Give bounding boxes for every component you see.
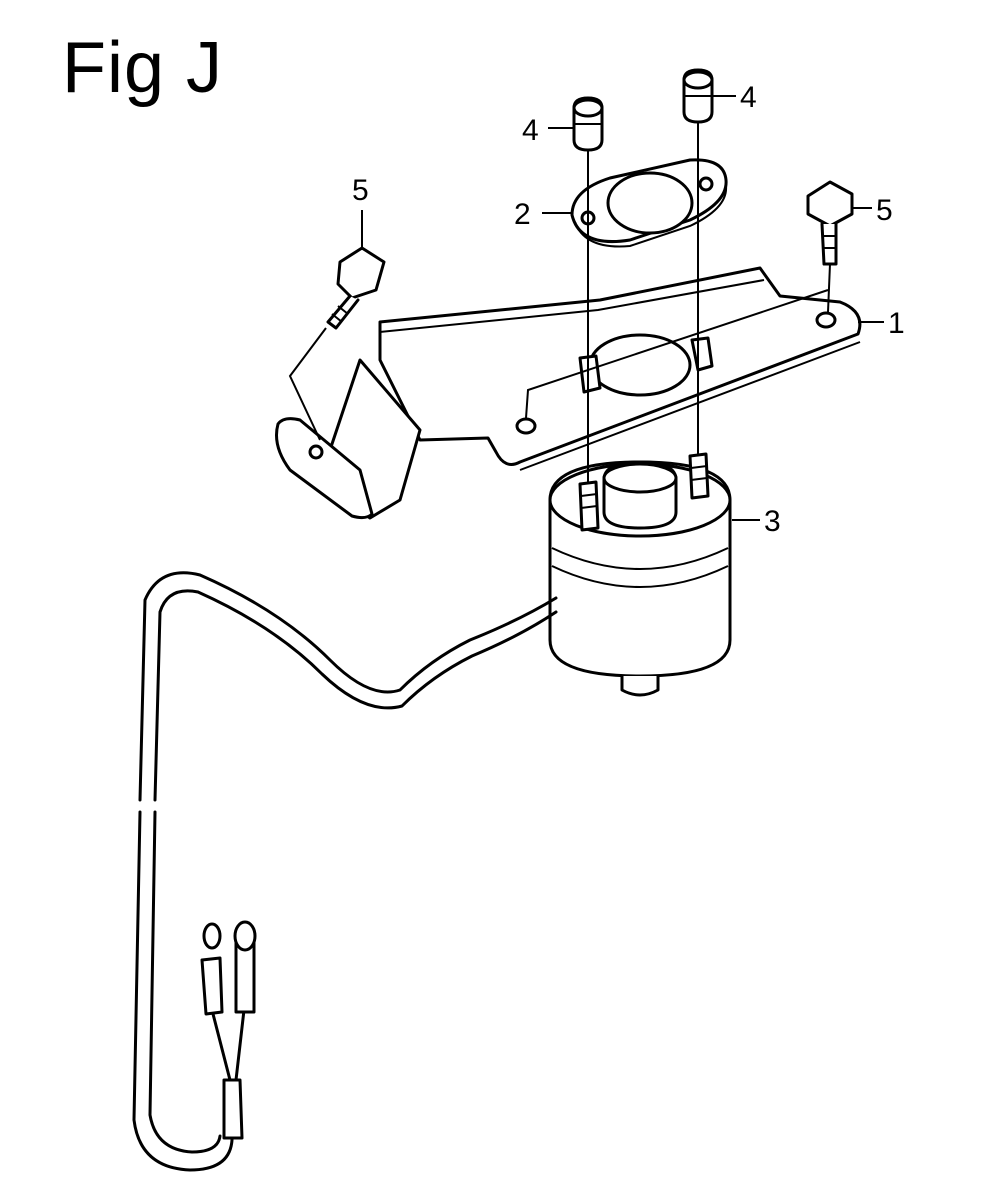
bolt-part-5-left xyxy=(326,246,386,330)
alignment-lines xyxy=(288,122,831,482)
callout-2: 2 xyxy=(514,198,531,231)
nut-part-4-right xyxy=(682,68,714,124)
gasket-part-2 xyxy=(570,158,728,248)
callout-5-right: 5 xyxy=(876,194,893,227)
callout-4-right: 4 xyxy=(740,81,757,114)
callout-1: 1 xyxy=(888,307,905,340)
callout-5-left: 5 xyxy=(352,174,369,207)
leader-lines xyxy=(361,95,884,521)
wire-harness xyxy=(132,571,558,1172)
callout-4-left: 4 xyxy=(522,114,539,147)
nut-part-4-left xyxy=(572,96,604,152)
switch-part-3 xyxy=(548,452,732,697)
figure-title: Fig J xyxy=(62,28,224,108)
bracket-part-1 xyxy=(275,266,862,520)
callout-3: 3 xyxy=(764,505,781,538)
bolt-part-5-right xyxy=(806,180,854,266)
